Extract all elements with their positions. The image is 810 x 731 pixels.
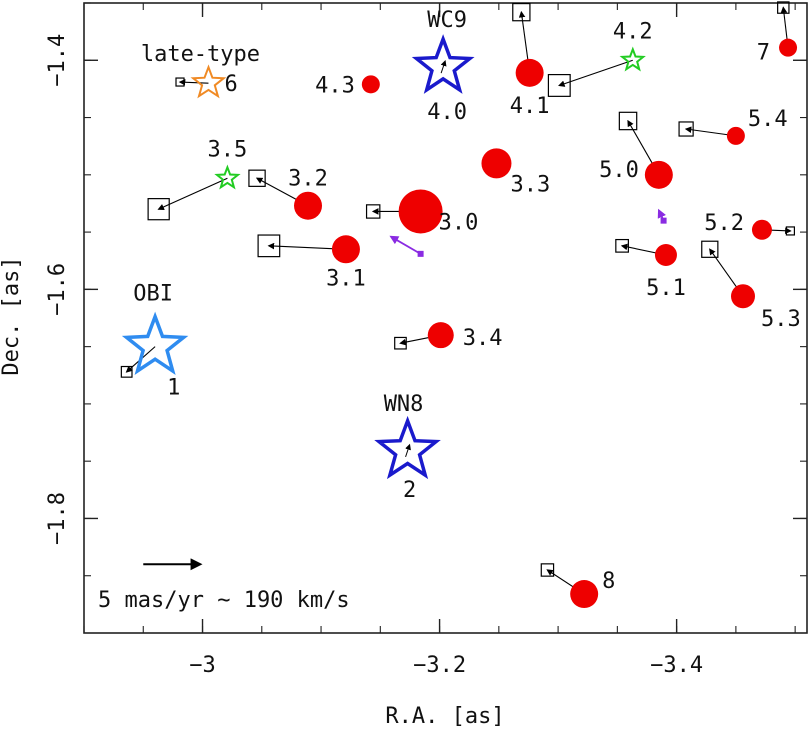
star-4.2-marker (619, 46, 646, 72)
source-3.0-dot (398, 189, 443, 234)
star-3.5-motion-arrow (157, 177, 228, 211)
source-3.2-dot (294, 191, 323, 220)
star-4.2-motion-arrow (558, 59, 633, 87)
star-6-error-box (175, 77, 185, 87)
chart-marks (120, 1, 798, 609)
star-1-marker (121, 311, 189, 375)
source-5.4-dot (726, 126, 745, 145)
source-8-dot (570, 580, 599, 609)
plot-frame (83, 2, 808, 634)
star-label-4.2: 4.2 (613, 19, 653, 44)
source-5.0-error-box (618, 111, 638, 131)
star-label-4.0: 4.0 (427, 100, 467, 125)
source-5.2-dot (751, 219, 772, 240)
star-name-2: WN8 (384, 392, 424, 417)
source-label-7: 7 (757, 41, 770, 66)
source-label-5.3: 5.3 (761, 307, 801, 332)
star-name-1: OBI (133, 282, 173, 307)
star-1-error-box (120, 365, 133, 378)
star-4.2-error-box (547, 73, 571, 97)
source-5.3-error-box (701, 240, 719, 258)
source-5.0-dot (644, 160, 673, 189)
star-4.0-small-arrow (440, 60, 447, 74)
source-label-4.1: 4.1 (510, 94, 550, 119)
source-7-error-box (777, 1, 790, 14)
scale-label: 5 mas/yr ~ 190 km/s (98, 588, 350, 613)
source-label-5.4: 5.4 (748, 107, 788, 132)
source-label-5.2: 5.2 (704, 211, 744, 236)
star-label-1: 1 (167, 376, 180, 401)
source-3.4-dot (427, 322, 454, 349)
source-label-3.0: 3.0 (439, 210, 479, 235)
source-label-5.0: 5.0 (599, 158, 639, 183)
chart-labels: 3.0 3.1 3.2 3.3 3.4 4.1 4.3 5.0 5.1 5.2 5.3 5.4 7 8 1 O… (98, 8, 801, 613)
star-6-marker (190, 64, 227, 99)
star-name-4.0: WC9 (427, 8, 467, 33)
x-tick-label: −3 (189, 653, 216, 678)
source-4.3-dot (361, 75, 380, 94)
purple-motion-arrow-0 (389, 235, 422, 255)
source-4.1-error-box (512, 2, 531, 22)
source-5.3-dot (730, 284, 755, 309)
star-4.0-marker (411, 34, 475, 94)
source-3.1-error-box (257, 234, 281, 258)
y-tick-label: −1.8 (45, 492, 70, 545)
source-3.4-error-box (394, 336, 407, 350)
star-3.5-error-box (147, 198, 170, 221)
source-label-3.4: 3.4 (463, 326, 503, 351)
x-tick-label: −3.2 (413, 653, 466, 678)
source-label-3.3: 3.3 (510, 172, 550, 197)
source-label-5.1: 5.1 (646, 276, 686, 301)
star-label-3.5: 3.5 (208, 137, 248, 162)
source-5.1-error-box (615, 238, 629, 253)
source-5.2-error-box (785, 226, 796, 236)
source-3.2-error-box (248, 169, 266, 187)
source-3.0-error-box (365, 204, 381, 219)
source-3.1-dot (331, 235, 360, 264)
y-tick-label: −1.4 (45, 34, 70, 87)
star-label-2: 2 (403, 478, 416, 503)
source-4.1-dot (515, 58, 544, 87)
star-label-6: 6 (224, 72, 237, 97)
star-2-small-arrow (405, 443, 411, 458)
purple-motion-arrow-1 (657, 208, 666, 222)
star-3.5-marker (214, 164, 241, 190)
star-name-6: late-type (141, 42, 260, 67)
star-6-motion-arrow (178, 78, 209, 86)
source-5.1-dot (654, 244, 677, 266)
y-axis-label: Dec. [as] (0, 256, 24, 375)
source-7-dot (779, 38, 798, 57)
purple-source-0 (417, 250, 424, 257)
source-label-8: 8 (602, 569, 615, 594)
source-3.3-dot (481, 148, 512, 179)
source-8-error-box (540, 563, 555, 577)
axis-ticks: −3 −3.2 −3.4 −1.4 −1.6 −1.8 (45, 2, 807, 678)
star-2-marker (374, 415, 441, 480)
source-label-3.2: 3.2 (288, 167, 328, 192)
source-5.4-error-box (678, 121, 694, 137)
source-label-4.3: 4.3 (315, 73, 355, 98)
x-axis-label: R.A. [as] (385, 704, 504, 729)
source-label-3.1: 3.1 (326, 266, 366, 291)
x-tick-label: −3.4 (650, 653, 703, 678)
y-tick-label: −1.6 (45, 263, 70, 316)
